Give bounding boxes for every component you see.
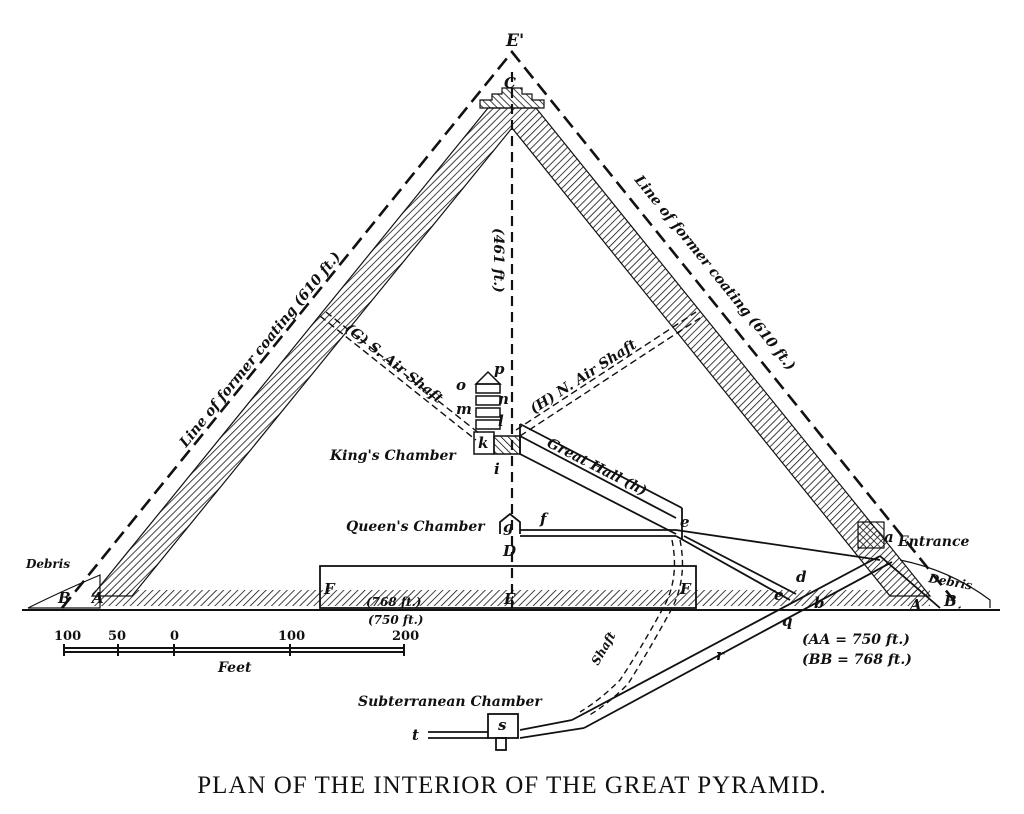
- subterranean-label: Subterranean Chamber: [358, 694, 543, 710]
- point-t-label: t: [412, 726, 419, 744]
- subterranean-chamber: [428, 713, 519, 751]
- base-foundation: [92, 590, 930, 606]
- apex-label: E': [505, 31, 524, 51]
- point-s-label: s: [498, 716, 507, 734]
- base-right-b-label: B: [943, 592, 957, 610]
- height-label: (461 ft.): [490, 228, 506, 293]
- base-left-b-label: B: [57, 589, 71, 607]
- south-air-shaft: [319, 311, 481, 441]
- point-f-label: f: [539, 510, 549, 528]
- bb-measure-label: (BB = 768 ft.): [802, 652, 912, 668]
- point-b-label: b: [814, 594, 825, 612]
- descending-e-label: e: [774, 586, 784, 604]
- foundation-right-f-label: F: [679, 580, 692, 598]
- foundation-left-f-label: F: [323, 580, 336, 598]
- point-k-label: k: [478, 434, 488, 452]
- point-l-label: l: [498, 412, 504, 430]
- great-hall: [519, 423, 683, 540]
- kings-chamber-label: King's Chamber: [329, 448, 457, 464]
- point-r-label: r: [716, 646, 725, 664]
- aa-measure-label: (AA = 750 ft.): [802, 632, 910, 648]
- shaft-label: Shaft: [588, 629, 618, 667]
- debris-left-label: Debris: [25, 557, 70, 571]
- debris-right-label: Debris: [926, 571, 973, 593]
- well-shaft: [579, 539, 684, 717]
- queens-chamber-label: Queen's Chamber: [346, 519, 486, 535]
- summit-label: C: [504, 74, 516, 92]
- scale-tick-label: 50: [108, 629, 126, 644]
- scale-tick-label: 100: [278, 629, 305, 644]
- base-right-a-label: A: [908, 596, 922, 614]
- foundation-box: [319, 565, 697, 609]
- queens-chamber: [499, 512, 676, 537]
- passages: [519, 529, 941, 739]
- point-i-label: i: [494, 460, 500, 478]
- scale-unit-label: Feet: [217, 660, 252, 676]
- point-d-label: d: [796, 568, 807, 586]
- point-o-label: o: [456, 376, 466, 394]
- base-left-a-label: A: [90, 589, 104, 607]
- queens-level-label: D: [502, 542, 516, 560]
- great-hall-label: Great Hall (h): [544, 435, 649, 499]
- debris-left-mound: [27, 574, 101, 609]
- base-center-label: E: [503, 590, 516, 608]
- point-a-label: a: [884, 528, 894, 546]
- entrance-block: [857, 521, 885, 549]
- entrance-label: Entrance: [897, 534, 969, 550]
- scale-tick-label: 100: [54, 629, 81, 644]
- debris-right-mound: [899, 559, 991, 608]
- north-air-shaft: [515, 311, 701, 437]
- south-shaft-label: (G) S. Air Shaft: [342, 321, 447, 408]
- point-p-label: p: [494, 360, 505, 378]
- scale-bar: [63, 644, 405, 656]
- base-768-label: (768 ft.): [366, 595, 421, 609]
- scale-tick-label: 200: [392, 629, 419, 644]
- gallery-foot-e-label: e: [680, 513, 690, 531]
- point-q-label: q: [782, 612, 793, 630]
- point-g-label: g: [503, 518, 514, 536]
- point-n-label: n: [498, 390, 509, 408]
- figure-caption: PLAN OF THE INTERIOR OF THE GREAT PYRAMI…: [197, 772, 827, 799]
- base-750-label: (750 ft.): [368, 613, 423, 627]
- point-m-label: m: [456, 400, 472, 418]
- kings-chamber-stack: [473, 370, 521, 455]
- north-shaft-label: (H) N. Air Shaft: [527, 337, 640, 418]
- scale-tick-label: 0: [170, 629, 179, 644]
- former-casing-line: [60, 49, 962, 609]
